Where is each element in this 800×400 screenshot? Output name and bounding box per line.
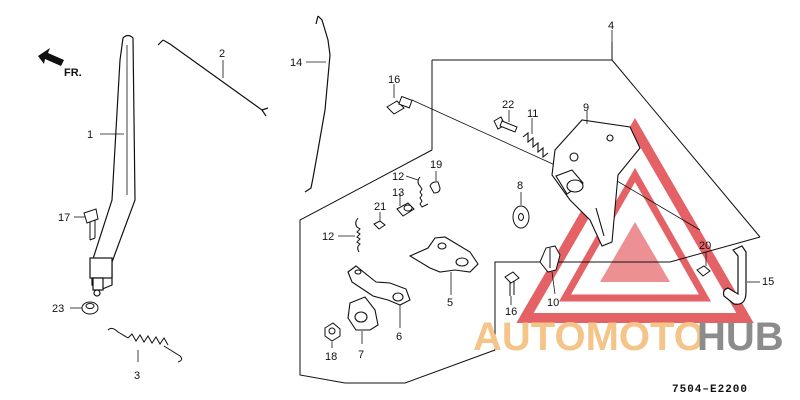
watermark-text: AUTOMOTO HUB: [473, 315, 784, 359]
part-3-spring: [107, 327, 183, 363]
part-10-bracket: [539, 245, 561, 273]
front-direction-label: FR.: [64, 67, 82, 79]
callout-19: 19: [430, 159, 442, 171]
part-18-nut: [324, 322, 341, 342]
part-7-cam: [347, 296, 379, 331]
part-14-wire: [304, 15, 331, 193]
callout-5: 5: [447, 297, 453, 309]
part-22-bolt: [493, 116, 518, 133]
part-6-arm: [347, 265, 411, 306]
callout-6: 6: [396, 331, 402, 343]
callout-14: 14: [290, 57, 302, 69]
part-23-nut: [81, 301, 99, 315]
callout-21: 21: [374, 201, 386, 213]
callout-3: 3: [134, 370, 140, 382]
part-8-washer: [512, 205, 530, 229]
callout-4: 4: [608, 20, 614, 32]
part-2-rod: [157, 39, 269, 117]
callout-9: 9: [583, 102, 589, 114]
callout-20: 20: [699, 240, 711, 252]
part-15-cable-clip: [722, 245, 747, 305]
callout-12-upper: 12: [392, 171, 404, 183]
callout-10: 10: [547, 297, 559, 309]
callout-7: 7: [358, 349, 364, 361]
callout-16-lower: 16: [505, 306, 517, 318]
part-20-nut: [696, 265, 711, 277]
part-13-collar: [396, 202, 415, 217]
callout-23: 23: [52, 303, 64, 315]
callout-12-lower: 12: [322, 231, 334, 243]
watermark-text-part2: HUB: [697, 315, 784, 359]
diagram-reference-code: 7504–E2200: [672, 384, 748, 396]
callout-1: 1: [87, 129, 93, 141]
part-17-bolt: [83, 208, 99, 241]
front-direction-arrow: FR.: [38, 48, 82, 79]
part-21-nut: [373, 220, 386, 230]
callout-8: 8: [517, 180, 523, 192]
part-12-spring-upper: [417, 176, 429, 208]
assembly-box-outline: [299, 42, 761, 384]
callout-11: 11: [527, 108, 538, 120]
callout-13: 13: [392, 187, 404, 199]
part-9-plate: [551, 119, 641, 247]
callout-2: 2: [219, 48, 225, 60]
callout-16-upper: 16: [388, 74, 400, 86]
leader-line: [411, 99, 556, 166]
part-11-spring: [522, 131, 549, 159]
callout-labels: 1 2 3 4 5 6 7 8 9 10 11 12 12 13 14 15 1…: [52, 20, 774, 382]
part-16-bolt-upper: [386, 95, 413, 115]
part-5-arm: [408, 236, 479, 273]
callout-17: 17: [58, 212, 70, 224]
part-1-control-lever: [89, 34, 136, 297]
callout-15: 15: [762, 276, 774, 288]
watermark-text-part1: AUTOMOTO: [473, 315, 705, 359]
part-19-clip: [429, 181, 441, 194]
part-12-spring-lower: [355, 217, 361, 253]
callout-leaders: [70, 30, 760, 362]
part-16-bolt-lower: [504, 271, 520, 296]
callout-22: 22: [502, 99, 514, 111]
callout-18: 18: [325, 351, 337, 363]
